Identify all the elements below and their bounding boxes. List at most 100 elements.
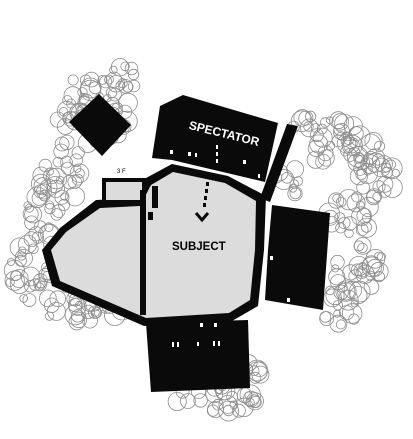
tree-canopy-icon (122, 81, 134, 93)
tree-canopy-icon (376, 252, 386, 262)
tree-canopy-icon (34, 282, 45, 292)
tree-canopy-icon (68, 297, 87, 316)
subject-label: SUBJECT (172, 241, 226, 253)
tree-canopy-icon (24, 215, 39, 231)
tree-canopy-icon (251, 361, 268, 378)
tree-canopy-icon (65, 186, 85, 207)
dotted-arrow-icon (216, 145, 218, 163)
tree-canopy-icon (343, 116, 363, 136)
tree-canopy-icon (69, 163, 90, 183)
tree-canopy-icon (355, 264, 375, 284)
tree-canopy-icon (346, 193, 366, 213)
tree-canopy-icon (39, 289, 57, 308)
subject-courtyard-ground (51, 172, 256, 318)
tree-canopy-icon (366, 258, 384, 277)
tree-canopy-icon (206, 404, 220, 417)
tree-canopy-icon (52, 156, 64, 168)
tree-canopy-icon (315, 153, 332, 170)
tree-canopy-icon (53, 143, 69, 160)
spectator-building (152, 95, 278, 182)
tree-canopy-icon (120, 61, 130, 72)
tree-canopy-icon (298, 110, 314, 126)
tree-canopy-icon (373, 140, 386, 152)
tree-canopy-icon (293, 109, 312, 127)
tree-canopy-icon (320, 117, 331, 128)
tree-canopy-icon (356, 180, 371, 195)
tree-canopy-icon (179, 393, 196, 410)
small-annotation: 3 F (117, 169, 126, 175)
tree-canopy-icon (309, 128, 324, 143)
tree-canopy-icon (44, 311, 55, 321)
tree-canopy-icon (10, 269, 22, 281)
tree-canopy-icon (231, 403, 246, 418)
tree-canopy-icon (47, 179, 66, 198)
tree-canopy-icon (334, 212, 346, 224)
tree-canopy-icon (289, 187, 302, 200)
tree-canopy-icon (105, 71, 123, 88)
detached-building-northwest (69, 94, 131, 156)
tree-canopy-icon (251, 365, 270, 384)
tree-canopy-icon (353, 262, 370, 279)
tree-canopy-icon (54, 136, 70, 152)
tree-canopy-icon (351, 191, 363, 203)
tree-canopy-icon (50, 208, 63, 221)
tree-canopy-icon (372, 153, 385, 166)
tree-canopy-icon (341, 303, 363, 324)
tree-canopy-icon (69, 153, 83, 167)
tree-canopy-icon (226, 390, 239, 403)
tree-canopy-icon (289, 179, 300, 189)
tree-canopy-icon (319, 311, 332, 323)
tree-canopy-icon (9, 237, 30, 258)
tree-canopy-icon (362, 255, 381, 274)
tree-canopy-icon (343, 147, 358, 162)
tree-canopy-icon (348, 313, 360, 325)
tree-canopy-icon (33, 184, 48, 199)
tree-canopy-icon (286, 160, 305, 179)
tree-canopy-icon (44, 297, 60, 314)
tree-canopy-icon (374, 251, 384, 261)
tree-canopy-icon (49, 290, 66, 308)
tree-canopy-icon (356, 217, 377, 238)
tree-canopy-icon (99, 75, 113, 89)
tree-canopy-icon (23, 201, 33, 210)
boundary-wall-strip (260, 124, 298, 202)
tree-canopy-icon (68, 313, 86, 331)
tree-canopy-icon (49, 111, 66, 128)
tree-canopy-icon (108, 87, 122, 102)
tree-canopy-icon (38, 189, 51, 202)
south-building (146, 320, 250, 392)
tree-canopy-icon (363, 279, 380, 295)
tree-canopy-icon (353, 240, 365, 252)
tree-canopy-icon (350, 147, 361, 157)
tree-canopy-icon (103, 94, 112, 103)
tree-canopy-icon (332, 300, 343, 311)
tree-canopy-icon (28, 226, 44, 242)
tree-canopy-icon (19, 294, 29, 303)
tree-canopy-icon (358, 196, 379, 218)
tree-canopy-icon (91, 308, 100, 317)
tree-canopy-icon (304, 110, 317, 123)
tree-canopy-icon (307, 139, 325, 157)
tree-canopy-icon (354, 154, 370, 171)
tree-canopy-icon (24, 203, 34, 213)
tree-canopy-icon (127, 68, 140, 81)
tree-canopy-icon (24, 205, 42, 224)
tree-canopy-icon (26, 186, 48, 209)
tree-canopy-icon (306, 150, 325, 169)
tree-canopy-icon (14, 249, 33, 268)
tree-canopy-icon (342, 216, 358, 231)
tree-canopy-icon (43, 222, 54, 232)
tree-canopy-icon (344, 228, 354, 239)
tree-canopy-icon (312, 127, 333, 148)
tree-canopy-icon (357, 242, 368, 254)
tree-canopy-icon (335, 280, 357, 302)
tree-canopy-icon (73, 164, 82, 173)
tree-canopy-icon (293, 176, 304, 187)
tree-canopy-icon (355, 223, 369, 237)
tree-canopy-icon (349, 125, 371, 147)
tree-canopy-icon (104, 74, 114, 85)
tree-canopy-icon (31, 190, 47, 206)
tree-canopy-icon (247, 361, 268, 382)
tree-canopy-icon (117, 104, 133, 119)
